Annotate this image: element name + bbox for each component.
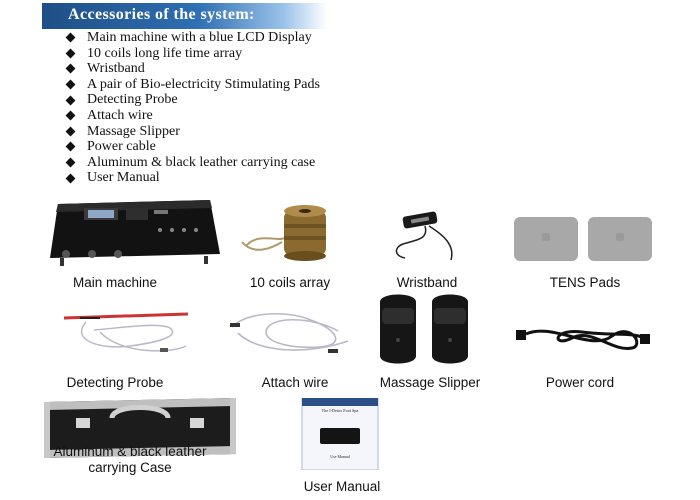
user-manual-image: The I-Detox Foot Spa Use Manual — [301, 398, 379, 470]
diamond-bullet-icon — [65, 95, 76, 106]
tens-pads-image — [514, 217, 652, 261]
coils-array-image — [241, 205, 326, 261]
diamond-bullet-icon — [65, 64, 76, 74]
diamond-bullet-icon — [65, 173, 76, 184]
carrying-case-image — [44, 398, 236, 458]
page-title: Accessories of the system: — [68, 6, 255, 23]
list-item: Aluminum & black leather carrying case — [64, 155, 320, 171]
list-item: User Manual — [64, 170, 320, 186]
manual-cover-subtitle: Use Manual — [330, 454, 350, 459]
diamond-bullet-icon — [65, 142, 76, 152]
diamond-bullet-icon — [65, 110, 76, 121]
power-cord-caption: Power cord — [545, 375, 615, 390]
diamond-bullet-icon — [65, 79, 76, 90]
manual-cover-title: The I-Detox Foot Spa — [322, 408, 359, 413]
attach-wire-image — [230, 312, 349, 353]
diamond-bullet-icon — [65, 48, 76, 59]
wristband-image — [395, 211, 453, 261]
list-item: Power cable — [64, 139, 320, 155]
diamond-bullet-icon — [65, 157, 76, 168]
wristband-caption: Wristband — [396, 275, 458, 290]
diamond-bullet-icon — [65, 126, 76, 137]
list-item: Main machine with a blue LCD Display — [64, 30, 320, 46]
list-item: A pair of Bio-electricity Stimulating Pa… — [64, 77, 320, 93]
diamond-bullet-icon — [65, 32, 76, 43]
header-banner — [42, 3, 327, 29]
list-item: Attach wire — [64, 108, 320, 124]
detecting-probe-image — [63, 312, 189, 352]
detecting-probe-caption: Detecting Probe — [66, 375, 164, 390]
user-manual-caption: User Manual — [303, 479, 381, 494]
coils-array-caption: 10 coils array — [249, 275, 331, 290]
list-item: Wristband — [64, 61, 320, 77]
carrying-case-caption: Aluminum & black leather carrying Case — [53, 444, 207, 475]
massage-slipper-image — [380, 294, 468, 364]
power-cord-image — [516, 329, 650, 350]
accessories-list: Main machine with a blue LCD Display 10 … — [64, 30, 320, 186]
main-machine-image — [50, 200, 220, 266]
massage-slipper-caption: Massage Slipper — [379, 375, 481, 390]
attach-wire-caption: Attach wire — [261, 375, 329, 390]
main-machine-caption: Main machine — [72, 275, 158, 290]
list-item: 10 coils long life time array — [64, 46, 320, 62]
tens-pads-caption: TENS Pads — [549, 275, 621, 290]
list-item: Detecting Probe — [64, 92, 320, 108]
list-item: Massage Slipper — [64, 124, 320, 140]
